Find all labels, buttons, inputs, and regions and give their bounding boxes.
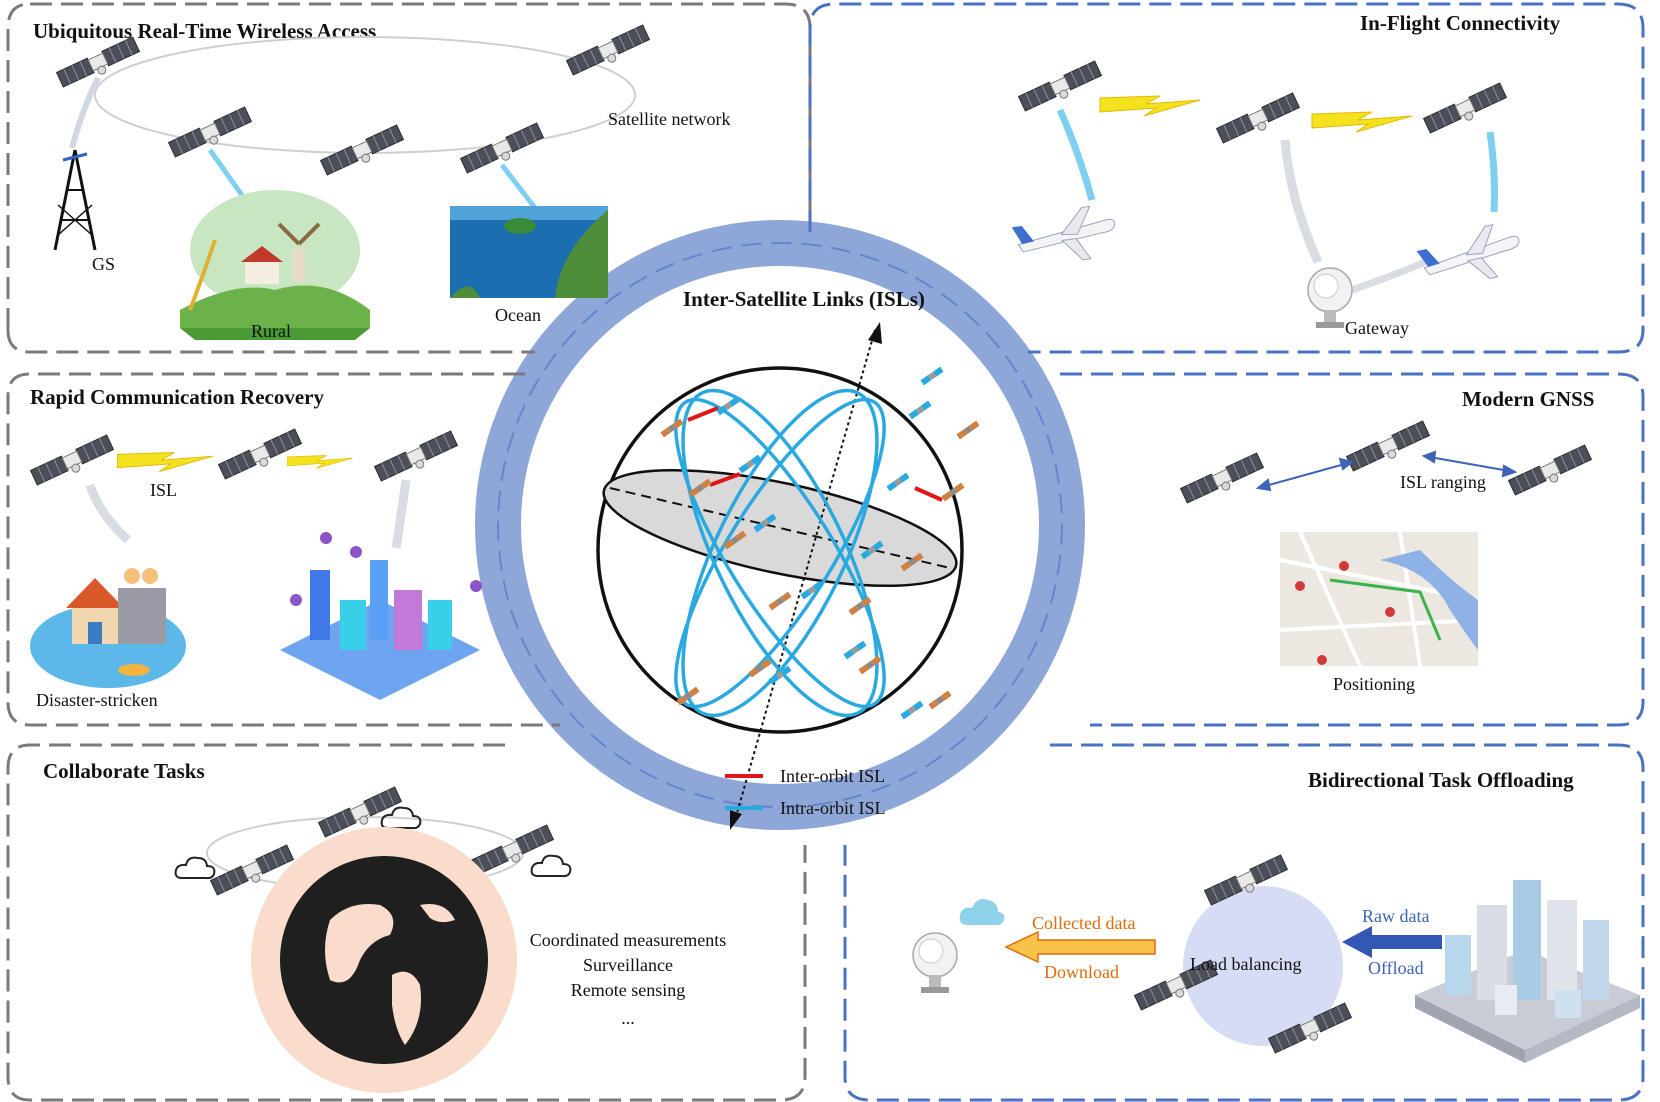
legend-label-inter-orbit: Inter-orbit ISL: [780, 766, 885, 786]
satellite-icon: [30, 434, 117, 491]
label-positioning: Positioning: [1333, 674, 1415, 694]
link-bolt-icon: [1099, 95, 1201, 117]
label-gs: GS: [92, 254, 115, 274]
task-item: Surveillance: [583, 955, 673, 975]
title-in-flight: In-Flight Connectivity: [1360, 11, 1561, 35]
rural-scene-icon: [180, 190, 370, 340]
panel-border-top-right: [808, 2, 1645, 354]
link-bolt-icon: [1311, 111, 1413, 133]
city-buildings-icon: [1415, 880, 1640, 1063]
link-bolt-icon: [287, 455, 353, 469]
label-load-balancing: Load balancing: [1190, 954, 1301, 974]
link-bolt-icon: [117, 452, 213, 472]
satellite-icon: [1346, 420, 1433, 477]
ground-station-tower-icon: [53, 149, 97, 251]
satellite-icon: [1423, 82, 1510, 139]
airplane-icon: [1009, 202, 1120, 270]
positioning-map-icon: [1279, 531, 1479, 667]
task-item: ...: [621, 1008, 635, 1028]
center-title: Inter-Satellite Links (ISLs): [683, 287, 925, 311]
panel-border-mid-left: [6, 372, 560, 727]
title-task-offloading: Bidirectional Task Offloading: [1308, 768, 1574, 792]
satellite-icon: [56, 36, 143, 93]
title-ubiquitous-access: Ubiquitous Real-Time Wireless Access: [33, 19, 376, 43]
ranging-arrow: [1255, 450, 1518, 492]
satellite-icon: [1508, 444, 1595, 501]
offload-arrow: [1342, 926, 1442, 958]
label-offload: Offload: [1368, 958, 1424, 978]
orbit-ring: [674, 397, 886, 709]
ocean-scene-icon: [450, 206, 608, 298]
cloud-icon: [174, 856, 216, 880]
panel-border-mid-right: [1060, 372, 1645, 727]
label-rural: Rural: [251, 321, 291, 341]
satellite-icon: [470, 824, 557, 881]
disaster-scene-icon: [30, 568, 186, 688]
inter-orbit-link: [914, 486, 943, 502]
inter-orbit-link: [687, 406, 719, 422]
label-collected-data: Collected data: [1032, 913, 1135, 933]
download-arrow: [1004, 930, 1156, 964]
earth-globe-icon: [280, 856, 488, 1064]
inter-orbit-link: [709, 472, 741, 487]
satellite-icon: [1216, 92, 1303, 149]
satellite-orbit: [94, 36, 636, 154]
label-isl: ISL: [150, 480, 177, 500]
title-rapid-recovery: Rapid Communication Recovery: [30, 385, 324, 409]
title-modern-gnss: Modern GNSS: [1462, 387, 1594, 411]
label-satellite-network: Satellite network: [608, 109, 730, 129]
smart-city-icon: [280, 532, 482, 700]
panel-border-bottom-left: [6, 743, 807, 1102]
satellite-icon: [218, 428, 305, 485]
label-ocean: Ocean: [495, 305, 541, 325]
label-download: Download: [1044, 962, 1119, 982]
label-gateway: Gateway: [1345, 318, 1409, 338]
legend-label-intra-orbit: Intra-orbit ISL: [780, 798, 885, 818]
orbit-ring: [674, 397, 886, 709]
cloud-icon: [959, 899, 1005, 926]
orbit-ring: [681, 388, 879, 718]
panel-border-bottom-right: [843, 743, 1645, 1102]
task-item: Remote sensing: [571, 980, 686, 1000]
load-balancing-node: [1183, 886, 1343, 1046]
dish-icon: [912, 932, 958, 994]
rotation-axis: [730, 322, 882, 830]
earth-sphere: [596, 366, 964, 734]
satellite-icon: [374, 430, 461, 487]
title-collaborate-tasks: Collaborate Tasks: [43, 759, 205, 783]
satellite-icon: [1180, 452, 1267, 509]
cloud-icon: [530, 854, 572, 878]
task-item: Coordinated measurements: [530, 930, 726, 950]
satellite-icon: [566, 24, 653, 81]
label-raw-data: Raw data: [1362, 906, 1429, 926]
airplane-icon: [1414, 219, 1526, 293]
label-disaster-stricken: Disaster-stricken: [36, 690, 158, 710]
satellite-icon: [1018, 60, 1105, 117]
legend: Inter-orbit ISL Intra-orbit ISL: [725, 766, 885, 818]
orbit-ring: [681, 388, 879, 718]
label-isl-ranging: ISL ranging: [1400, 472, 1486, 492]
